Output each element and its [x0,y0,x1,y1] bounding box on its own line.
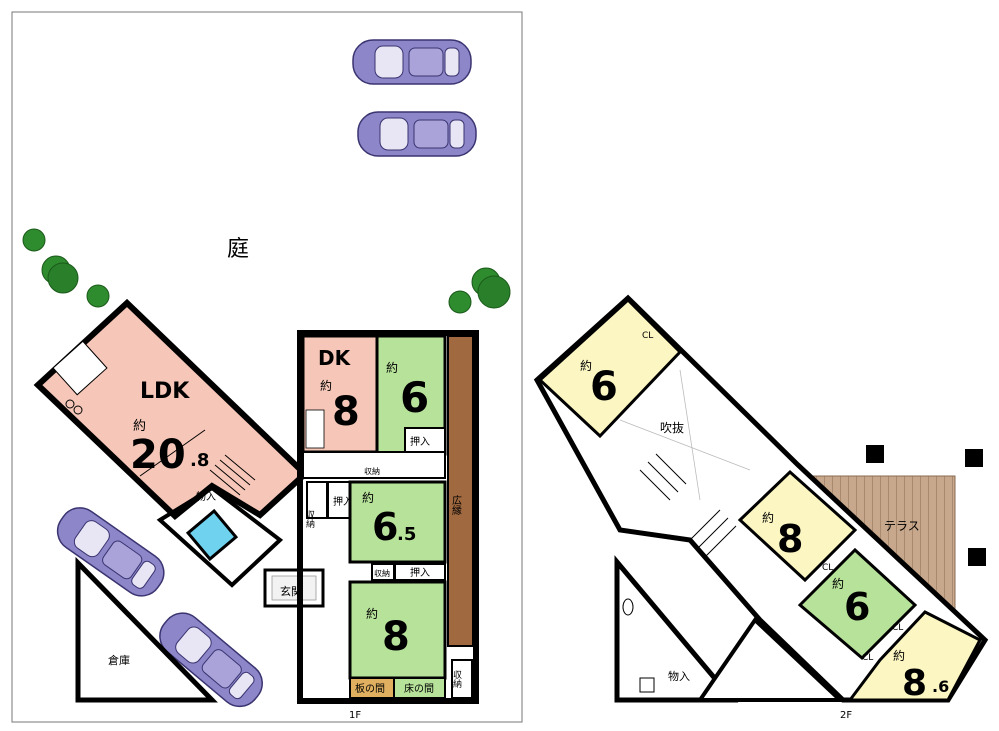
fukinuke-label: 吹抜 [660,421,684,435]
room8-approx: 約 [366,606,378,621]
room6b-approx: 約 [832,576,844,591]
floor-2f-label: 2F [840,710,852,721]
tokonoma-label: 床の間 [404,682,434,695]
western-room-6a [537,297,683,439]
cl-label: CL [862,653,873,663]
shuno-label: 収納 [374,568,390,578]
shuno-label: 収納 [451,669,462,689]
oshiire-label: 押入 [333,495,353,508]
stairs [209,454,256,496]
room65-size: 6 [372,505,398,549]
ldk-room [33,298,310,520]
terrace-label: テラス [884,519,920,533]
room8-2f-size: 8 [777,517,803,561]
ldk-approx: 約 [133,419,146,434]
oshiire-label: 押入 [410,566,430,579]
hiroen-label: 広縁 [450,494,462,515]
room86-size-decimal: .6 [932,677,949,696]
lot-boundary [11,11,523,723]
room86-approx: 約 [893,648,905,663]
room6a-size: 6 [590,364,618,410]
room86-size: 8 [902,663,927,704]
dk-size: 8 [332,389,360,435]
dk-approx: 約 [320,378,332,393]
room6a-approx: 約 [580,358,592,373]
main-block [297,330,479,704]
tatami-room-8 [348,580,447,680]
cl-label: CL [642,331,653,341]
room6b-size: 6 [844,585,870,629]
bathtub [185,508,239,562]
shuno-label: 収納 [364,466,380,476]
oshiire-label: 押入 [410,435,430,448]
tatami-room-6b [797,547,918,661]
ldk-size: 20 [130,432,186,478]
shuno-label: 収納 [304,509,315,529]
hiroen [447,335,474,647]
ldk-size-decimal: .8 [190,450,209,471]
room6-size: 6 [400,373,429,422]
itanoma-label: 板の間 [355,682,385,695]
car-icon [49,499,173,605]
dk-name: DK [318,346,352,370]
souko-label: 倉庫 [108,653,130,667]
garden-label: 庭 [227,237,249,262]
floor-1f-label: 1F [349,710,361,721]
western-room-8 [737,469,858,583]
warehouse [75,556,218,703]
tatami-room-6-5 [348,480,447,564]
tokonoma [393,677,446,699]
room8-size: 8 [382,614,410,660]
tree-icon [22,228,511,314]
room65-size-decimal: .5 [397,524,416,545]
western-room-8-6 [847,610,983,702]
car-icon [352,39,472,85]
genkan-label: 玄関 [280,584,302,598]
room6-approx: 約 [386,360,398,375]
stairs [639,453,737,557]
car-icon [357,111,477,157]
cl-label: CL [892,623,903,633]
cl-label: CL [822,563,833,573]
room65-approx: 約 [362,490,374,505]
room8-2f-approx: 約 [762,510,774,525]
storage-label-2f: 物入 [668,669,690,683]
ldk-name: LDK [140,379,190,404]
